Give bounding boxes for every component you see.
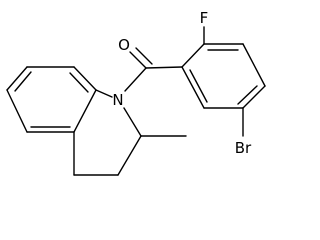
bromine-label: Br (235, 139, 252, 157)
bond (117, 135, 142, 176)
bond (124, 67, 147, 92)
bond (189, 69, 208, 103)
bond (69, 72, 89, 93)
nitrogen-label: N (112, 91, 123, 109)
fluorine-label: F (200, 9, 209, 27)
bond (129, 51, 147, 69)
bond (6, 89, 28, 133)
atom-labels: O N F Br (112, 9, 252, 157)
bond (14, 71, 32, 92)
bond (73, 66, 97, 91)
bond (181, 66, 205, 109)
bond (145, 66, 183, 69)
bond (123, 107, 142, 137)
bond (73, 89, 97, 133)
molecule-structure: O N F Br (6, 9, 266, 176)
bonds (6, 26, 266, 176)
bond (237, 85, 258, 105)
oxygen-label: O (118, 36, 130, 54)
bond (6, 66, 28, 91)
bond (135, 47, 153, 65)
bond (95, 89, 113, 98)
bond (181, 43, 205, 68)
bond (242, 43, 266, 87)
bond (242, 85, 266, 109)
